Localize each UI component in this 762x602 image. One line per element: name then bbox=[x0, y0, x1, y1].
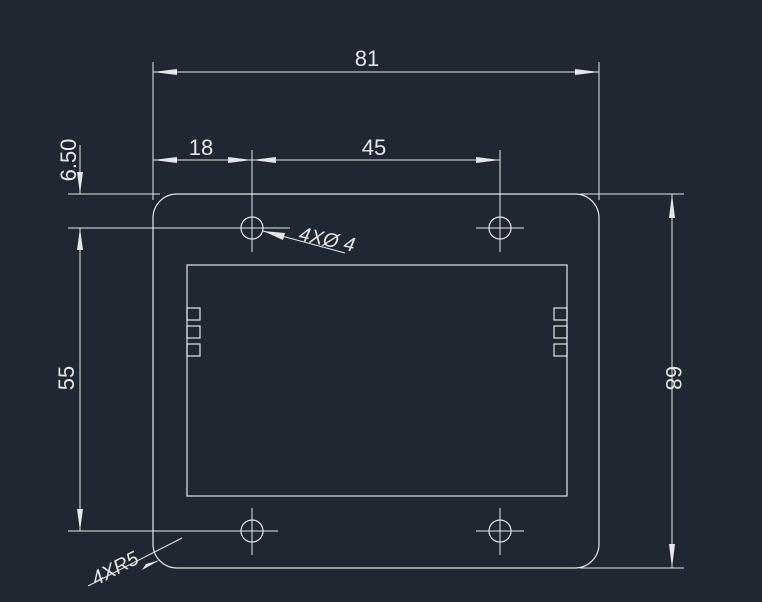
plate-outline bbox=[152, 193, 600, 569]
left-pads bbox=[186, 307, 201, 357]
corner-radius-label: 4XR5 bbox=[88, 547, 143, 590]
display-window bbox=[186, 264, 568, 497]
mounting-hole-bottom-right bbox=[476, 508, 524, 555]
hole-spacing-y-label: 55 bbox=[54, 366, 79, 390]
dimension-overall-width: 81 bbox=[152, 46, 600, 200]
dimension-hole-offset-y: 6.50 bbox=[56, 139, 290, 250]
dimension-hole-spacing-y: 55 bbox=[54, 228, 228, 532]
dimension-overall-height: 68 bbox=[580, 193, 686, 569]
dimension-hole-x: 18 45 bbox=[153, 135, 501, 205]
right-pads bbox=[553, 307, 568, 357]
corner-radius-callout: 4XR5 bbox=[87, 537, 183, 590]
mounting-hole-bottom-left bbox=[228, 508, 278, 555]
mounting-hole-top-right bbox=[476, 205, 524, 252]
hole-offset-x-label: 18 bbox=[189, 135, 213, 160]
hole-offset-y-label: 6.50 bbox=[56, 139, 81, 182]
overall-width-label: 81 bbox=[355, 46, 379, 71]
hole-spacing-x-label: 45 bbox=[362, 135, 386, 160]
overall-height-label: 68 bbox=[661, 366, 686, 390]
hole-spec-label: 4XØ 4 bbox=[297, 223, 357, 256]
